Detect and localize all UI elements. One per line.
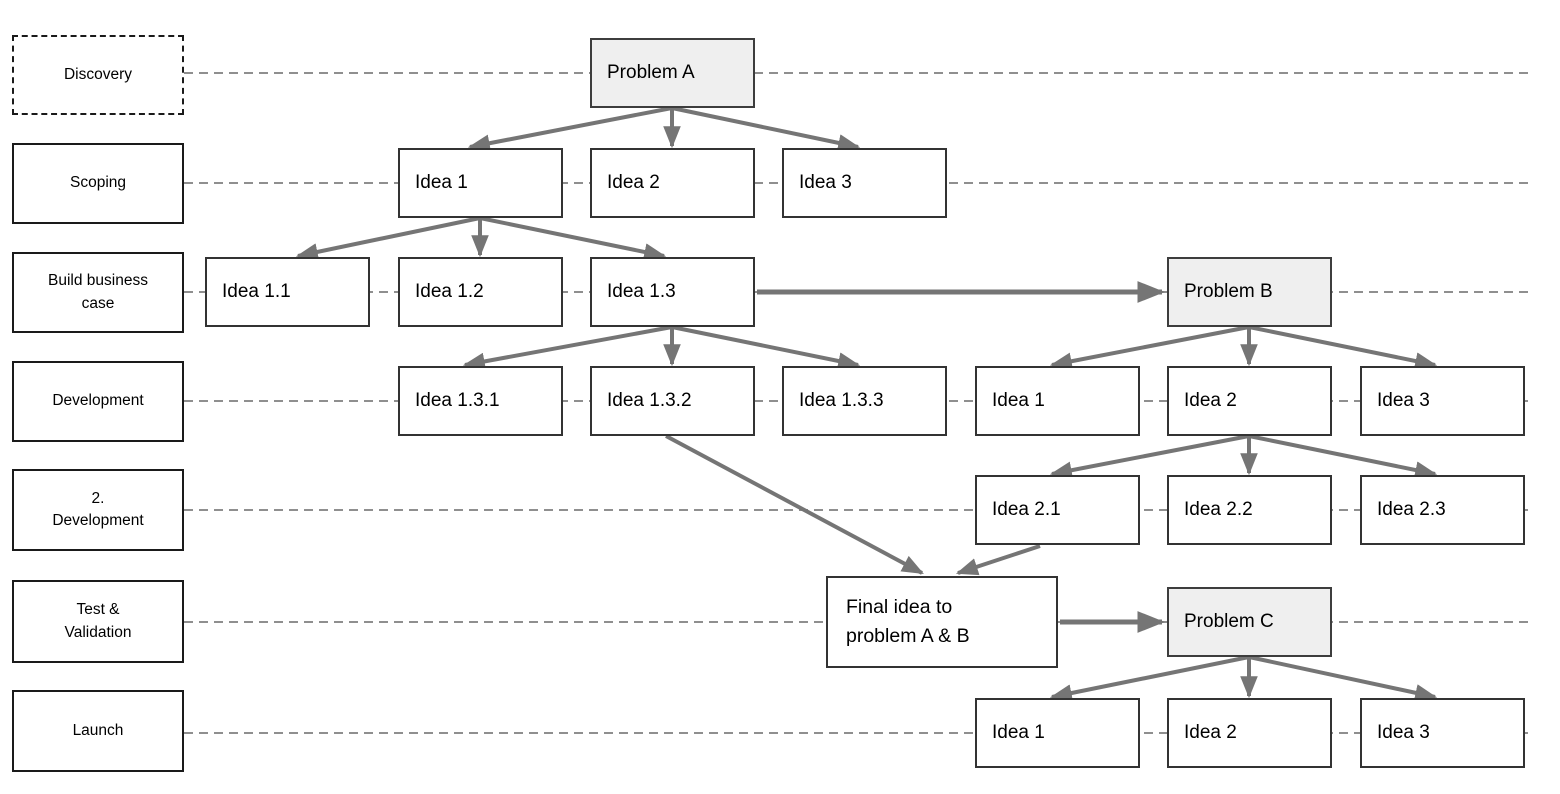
arrow-idea-1-3-to-idea-1-3-3 bbox=[671, 325, 861, 370]
stage-test-validation: Test & Validation bbox=[12, 580, 184, 663]
node-idea-1-3-2-label: Idea 1.3.2 bbox=[607, 390, 692, 411]
arrow-problem-c-to-launch-idea-1 bbox=[1049, 655, 1250, 702]
node-dev-idea-3-label: Idea 3 bbox=[1377, 390, 1430, 411]
node-idea-1-1: Idea 1.1 bbox=[205, 257, 370, 327]
node-launch-idea-1-label: Idea 1 bbox=[992, 722, 1045, 743]
stage-2-development-label: 2. Development bbox=[52, 489, 144, 529]
node-idea-2-2-label: Idea 2.2 bbox=[1184, 499, 1253, 520]
node-idea-1-1-label: Idea 1.1 bbox=[222, 281, 291, 302]
arrow-idea-1-3-to-idea-1-3-1 bbox=[462, 325, 673, 371]
stage-discovery-label: Discovery bbox=[63, 65, 133, 83]
node-problem-c: Problem C bbox=[1167, 587, 1332, 657]
stage-launch: Launch bbox=[12, 690, 184, 772]
node-idea-2-3: Idea 2.3 bbox=[1360, 475, 1525, 545]
node-dev-idea-2: Idea 2 bbox=[1167, 366, 1332, 436]
stage-scoping: Scoping bbox=[12, 143, 184, 224]
node-idea-1-3-1: Idea 1.3.1 bbox=[398, 366, 563, 436]
node-dev-idea-2-label: Idea 2 bbox=[1184, 390, 1237, 411]
arrow-dev-idea-2-to-idea-2-3 bbox=[1248, 434, 1438, 479]
arrow-problem-b-to-dev-idea-3 bbox=[1248, 325, 1438, 370]
node-launch-idea-3-label: Idea 3 bbox=[1377, 722, 1430, 743]
node-idea-1-label: Idea 1 bbox=[415, 172, 468, 193]
stage-development: Development bbox=[12, 361, 184, 442]
node-idea-2-1: Idea 2.1 bbox=[975, 475, 1140, 545]
arrow-idea-1-3-2-to-final-idea bbox=[665, 434, 924, 575]
node-dev-idea-1: Idea 1 bbox=[975, 366, 1140, 436]
node-final-idea-label: Final idea to problem A & B bbox=[846, 595, 970, 647]
arrow-dev-idea-2-to-idea-2-1 bbox=[1049, 434, 1250, 479]
node-problem-a-label: Problem A bbox=[607, 62, 695, 83]
node-idea-1-3-3-label: Idea 1.3.3 bbox=[799, 390, 884, 411]
stage-scoping-label: Scoping bbox=[69, 174, 126, 192]
arrow-problem-c-to-launch-idea-3 bbox=[1248, 655, 1438, 702]
node-idea-1-3-label: Idea 1.3 bbox=[607, 281, 676, 302]
node-idea-2-2: Idea 2.2 bbox=[1167, 475, 1332, 545]
arrow-problem-a-to-idea-1 bbox=[467, 106, 673, 152]
node-problem-b: Problem B bbox=[1167, 257, 1332, 327]
node-dev-idea-3: Idea 3 bbox=[1360, 366, 1525, 436]
stage-build-business-case-label: Build business case bbox=[48, 272, 148, 312]
stage-development-label: Development bbox=[52, 392, 144, 410]
node-dev-idea-1-label: Idea 1 bbox=[992, 390, 1045, 411]
node-idea-1-3-1-label: Idea 1.3.1 bbox=[415, 390, 500, 411]
arrow-idea-1-to-idea-1-3 bbox=[479, 216, 667, 261]
node-idea-2-1-label: Idea 2.1 bbox=[992, 499, 1061, 520]
node-idea-3: Idea 3 bbox=[782, 148, 947, 218]
stage-discovery: Discovery bbox=[12, 35, 184, 115]
node-idea-1-3-3: Idea 1.3.3 bbox=[782, 366, 947, 436]
node-problem-c-label: Problem C bbox=[1184, 611, 1274, 632]
node-launch-idea-3: Idea 3 bbox=[1360, 698, 1525, 768]
node-idea-2: Idea 2 bbox=[590, 148, 755, 218]
node-problem-b-label: Problem B bbox=[1184, 281, 1273, 302]
node-idea-2-label: Idea 2 bbox=[607, 172, 660, 193]
node-idea-1: Idea 1 bbox=[398, 148, 563, 218]
stage-launch-label: Launch bbox=[72, 721, 124, 739]
arrow-idea-2-1-to-final-idea bbox=[955, 544, 1041, 576]
stage-test-validation-label: Test & Validation bbox=[64, 601, 132, 641]
node-launch-idea-1: Idea 1 bbox=[975, 698, 1140, 768]
node-idea-1-3: Idea 1.3 bbox=[590, 257, 755, 327]
node-problem-a: Problem A bbox=[590, 38, 755, 108]
node-idea-2-3-label: Idea 2.3 bbox=[1377, 499, 1446, 520]
arrow-problem-b-to-dev-idea-1 bbox=[1049, 325, 1250, 370]
arrow-idea-1-to-idea-1-1 bbox=[295, 216, 481, 261]
node-launch-idea-2-label: Idea 2 bbox=[1184, 722, 1237, 743]
node-final-idea: Final idea to problem A & B bbox=[826, 576, 1058, 668]
node-idea-1-2: Idea 1.2 bbox=[398, 257, 563, 327]
node-launch-idea-2: Idea 2 bbox=[1167, 698, 1332, 768]
node-idea-1-3-2: Idea 1.3.2 bbox=[590, 366, 755, 436]
node-idea-1-2-label: Idea 1.2 bbox=[415, 281, 484, 302]
stage-2-development: 2. Development bbox=[12, 469, 184, 551]
arrow-problem-a-to-idea-3 bbox=[671, 106, 861, 152]
node-idea-3-label: Idea 3 bbox=[799, 172, 852, 193]
stage-build-business-case: Build business case bbox=[12, 252, 184, 333]
